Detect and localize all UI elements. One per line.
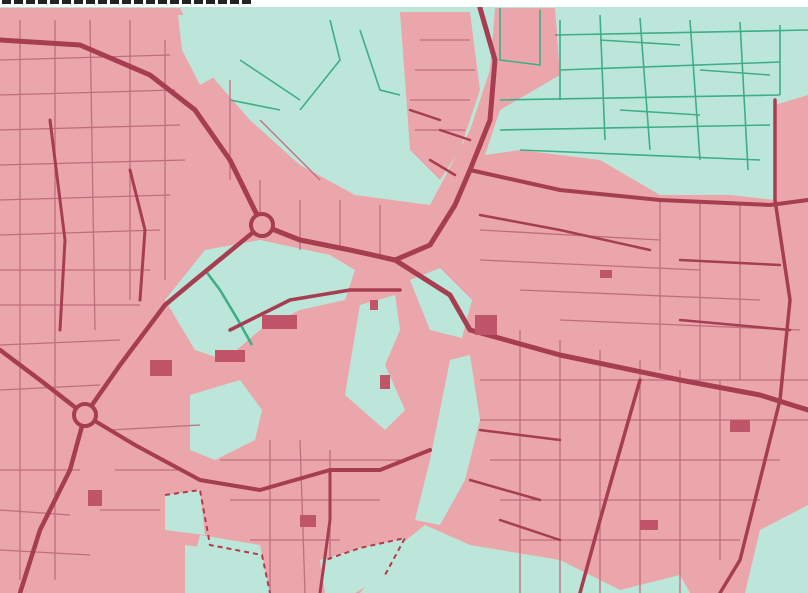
- green-pocket-central-strip: [345, 295, 405, 430]
- green-pocket-corridor: [415, 355, 480, 525]
- green-pocket-bottom-mid: [320, 538, 405, 593]
- green-parcel-lines: [229, 8, 808, 171]
- green-pockets: [165, 15, 808, 593]
- main-road-east: [392, 257, 808, 413]
- urban-zone-north-strip: [400, 12, 480, 180]
- road-east-edge: [718, 98, 792, 593]
- road-south-center: [318, 468, 332, 593]
- green-pocket-southwest: [165, 490, 205, 535]
- road-east-north: [468, 168, 808, 207]
- road-inner-west: [48, 118, 147, 332]
- parcel-lines: [0, 19, 808, 593]
- buildings: [88, 270, 750, 530]
- green-pocket-field: [410, 268, 472, 338]
- roundabout-west: [72, 402, 98, 428]
- road-south-east: [468, 428, 562, 542]
- zone-boundary-dashed: [164, 488, 407, 593]
- green-pocket-south: [190, 380, 262, 460]
- road-west-loop: [83, 413, 432, 492]
- green-pocket-east: [745, 505, 808, 593]
- stream-line: [203, 269, 254, 346]
- handwritten-mark: [2, 0, 252, 4]
- roundabout-north: [249, 212, 275, 238]
- green-pocket-center: [165, 240, 355, 360]
- road-ring-southwest: [0, 222, 265, 418]
- road-south: [17, 412, 88, 593]
- road-network: [0, 5, 808, 593]
- road-east-lanes: [478, 213, 792, 332]
- green-pocket-bottom-left: [185, 545, 270, 593]
- road-east-south: [578, 378, 642, 593]
- road-north-branch: [408, 108, 472, 177]
- green-pocket-northwest: [178, 15, 218, 85]
- main-road-north: [0, 5, 498, 263]
- top-border: [0, 0, 808, 7]
- road-center: [228, 288, 402, 332]
